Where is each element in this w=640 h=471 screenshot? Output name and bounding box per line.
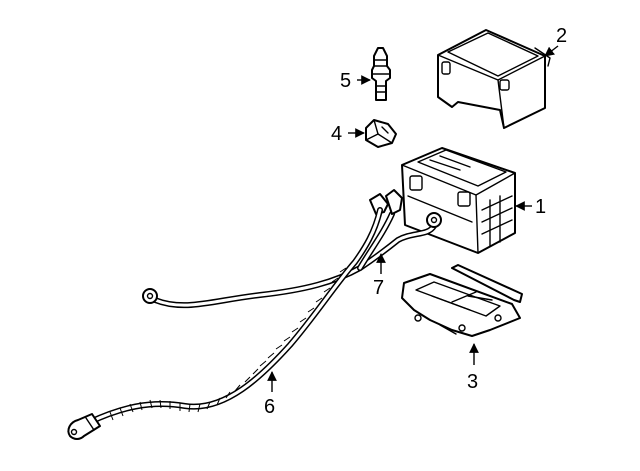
callout-5: 5 xyxy=(340,70,371,92)
negative-cable xyxy=(67,207,383,440)
callout-6: 6 xyxy=(264,371,277,418)
callout-7: 7 xyxy=(373,253,386,299)
callout-3-label: 3 xyxy=(467,371,478,393)
callout-1: 1 xyxy=(515,196,546,218)
battery xyxy=(401,147,516,254)
callout-3: 3 xyxy=(467,343,479,393)
terminal-cap xyxy=(365,119,397,148)
battery-cover xyxy=(437,29,551,129)
battery-tray xyxy=(401,264,523,337)
callout-4-label: 4 xyxy=(331,123,342,145)
positive-cable xyxy=(142,189,442,309)
callout-5-label: 5 xyxy=(340,70,351,92)
terminal-bolt xyxy=(371,47,391,101)
callout-4: 4 xyxy=(331,123,365,145)
callout-1-label: 1 xyxy=(535,196,546,218)
callout-7-label: 7 xyxy=(373,277,384,299)
callout-6-label: 6 xyxy=(264,396,275,418)
callout-2: 2 xyxy=(544,25,567,57)
callout-2-label: 2 xyxy=(556,25,567,47)
